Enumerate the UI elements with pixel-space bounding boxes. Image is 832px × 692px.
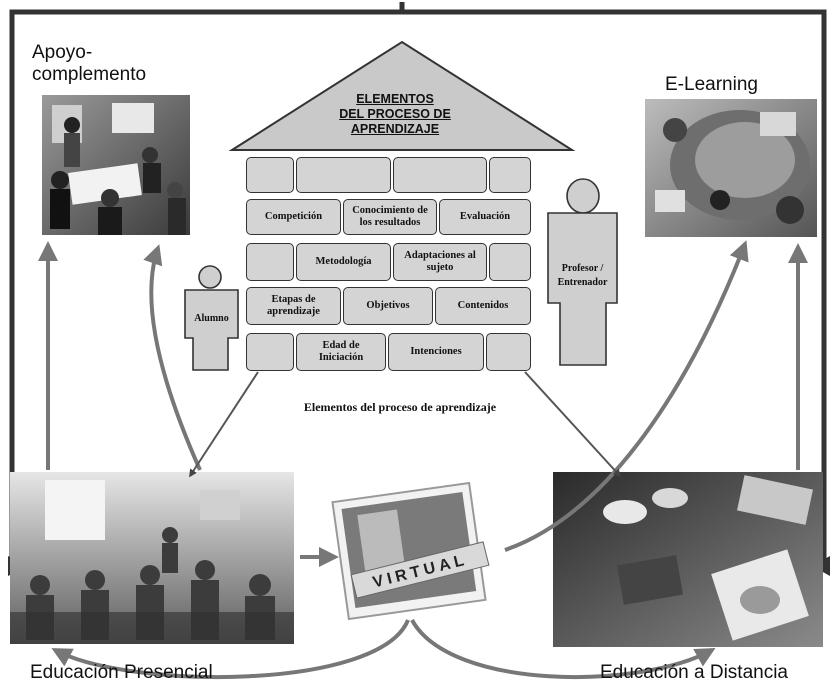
brick-blank	[489, 157, 531, 193]
brick-blank	[246, 157, 294, 193]
label-presencial: Educación Presencial	[30, 662, 213, 683]
brick-blank	[246, 243, 294, 281]
diagram-caption: Elementos del proceso de aprendizaje	[303, 400, 497, 414]
distancia-photo	[553, 472, 823, 647]
outer-frame	[9, 2, 827, 566]
brick-blank	[393, 157, 487, 193]
profesor-label: Profesor / Entrenador	[557, 263, 608, 288]
brick-objetivos: Objetivos	[343, 287, 433, 325]
brick-competicion: Competición	[246, 199, 341, 235]
brick-adaptaciones: Adaptaciones al sujeto	[393, 243, 487, 281]
thin-arrows	[189, 371, 622, 478]
brick-etapas: Etapas de aprendizaje	[246, 287, 341, 325]
elearning-photo	[645, 99, 817, 237]
apoyo-photo	[42, 95, 190, 235]
virtual-photo: VIRTUAL	[331, 481, 490, 621]
brick-evaluacion: Evaluación	[439, 199, 531, 235]
house-roof	[228, 40, 576, 151]
alumno-label: Alumno	[194, 313, 229, 324]
label-elearning: E-Learning	[665, 74, 758, 95]
brick-conocimiento: Conocimiento de los resultados	[343, 199, 437, 235]
brick-blank	[246, 333, 294, 371]
profesor-figure	[547, 178, 618, 366]
alumno-figure	[184, 265, 239, 371]
brick-blank	[489, 243, 531, 281]
brick-metodologia: Metodología	[296, 243, 391, 281]
brick-blank	[296, 157, 391, 193]
presencial-photo	[10, 472, 294, 644]
brick-intenciones: Intenciones	[388, 333, 484, 371]
brick-contenidos: Contenidos	[435, 287, 531, 325]
roof-title: ELEMENTOS DEL PROCESO DE APRENDIZAJE	[339, 92, 451, 136]
arrows	[38, 240, 808, 680]
label-apoyo: Apoyo- complemento	[32, 42, 147, 85]
brick-blank	[486, 333, 531, 371]
label-distancia: Educación a Distancia	[600, 662, 788, 683]
brick-edad: Edad de Iniciación	[296, 333, 386, 371]
